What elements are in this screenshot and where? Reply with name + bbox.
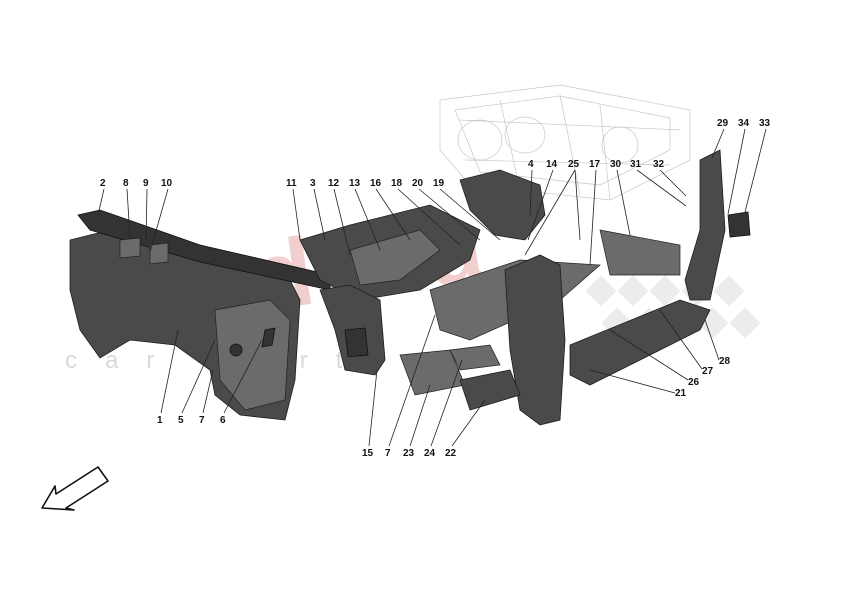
callout-23: 23 bbox=[403, 448, 415, 459]
callout-9: 9 bbox=[143, 178, 149, 189]
wheel-arch bbox=[459, 169, 546, 241]
callout-17: 17 bbox=[589, 159, 601, 170]
center-pillar bbox=[504, 254, 566, 426]
callout-27: 27 bbox=[702, 366, 714, 377]
callout-11: 11 bbox=[286, 178, 297, 189]
callout-10: 10 bbox=[161, 178, 173, 189]
callout-7a: 7 bbox=[199, 415, 205, 426]
callout-33: 33 bbox=[759, 118, 771, 129]
callout-34: 34 bbox=[738, 118, 750, 129]
callout-3: 3 bbox=[310, 178, 316, 189]
callout-31: 31 bbox=[630, 159, 642, 170]
leader-lines bbox=[97, 128, 767, 447]
callout-18: 18 bbox=[391, 178, 403, 189]
callout-20: 20 bbox=[412, 178, 424, 189]
callout-24: 24 bbox=[424, 448, 436, 459]
left-upright bbox=[319, 284, 386, 376]
callout-19: 19 bbox=[433, 178, 445, 189]
callout-26: 26 bbox=[688, 377, 700, 388]
callout-22: 22 bbox=[445, 448, 457, 459]
firewall-panel-left bbox=[69, 229, 301, 421]
callout-5: 5 bbox=[178, 415, 184, 426]
callout-16: 16 bbox=[370, 178, 382, 189]
callout-1: 1 bbox=[157, 415, 163, 426]
rear-floor-panel bbox=[599, 229, 681, 276]
bracket-22 bbox=[459, 369, 521, 411]
callout-21: 21 bbox=[675, 388, 687, 399]
callout-13: 13 bbox=[349, 178, 361, 189]
callout-15: 15 bbox=[362, 448, 374, 459]
callout-7b: 7 bbox=[385, 448, 391, 459]
callout-4: 4 bbox=[528, 159, 534, 170]
callout-8: 8 bbox=[123, 178, 129, 189]
callout-6: 6 bbox=[220, 415, 226, 426]
direction-arrow-icon bbox=[41, 466, 109, 511]
rear-upright bbox=[684, 149, 726, 301]
callout-2: 2 bbox=[100, 178, 106, 189]
callout-12: 12 bbox=[328, 178, 340, 189]
callout-29: 29 bbox=[717, 118, 729, 129]
callout-14: 14 bbox=[546, 159, 558, 170]
callout-28: 28 bbox=[719, 356, 731, 367]
ghost-chassis bbox=[439, 84, 691, 201]
callout-32: 32 bbox=[653, 159, 665, 170]
callout-25: 25 bbox=[568, 159, 580, 170]
callout-labels: 2 8 9 10 11 3 12 13 16 18 20 19 4 14 25 … bbox=[100, 118, 771, 459]
bracket-33 bbox=[727, 211, 751, 238]
center-tunnel bbox=[299, 204, 481, 301]
callout-30: 30 bbox=[610, 159, 622, 170]
plate-24 bbox=[449, 344, 501, 371]
rocker-sill bbox=[569, 299, 711, 386]
